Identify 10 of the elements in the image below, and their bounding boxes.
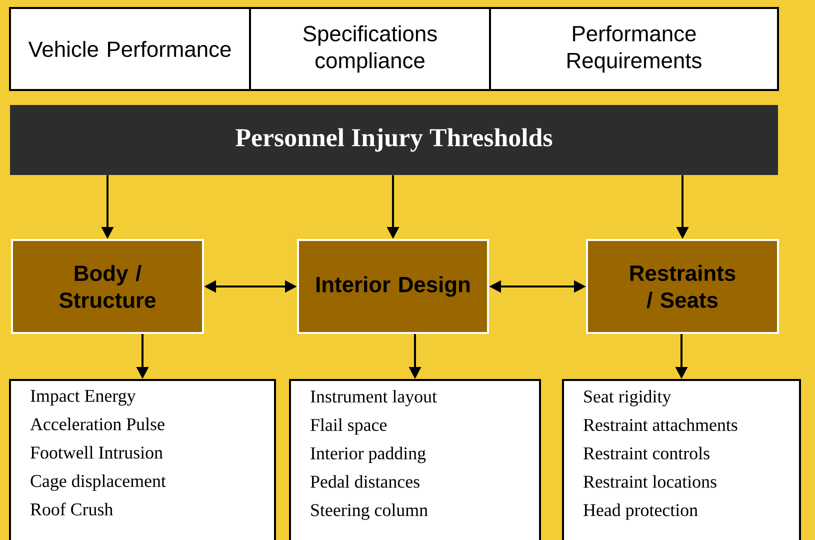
header-box: Vehicle Performance xyxy=(9,7,251,91)
item-list-box: Impact Energy Acceleration Pulse Footwell Intrusion Cage displacement Roof Crush xyxy=(9,378,276,540)
design-area-box: Interior Design xyxy=(297,238,489,334)
item-list-box: Seat rigidity Restraint attachments Restraint controls Restraint locations Head protection xyxy=(562,378,801,540)
header-box: Specifications compliance xyxy=(249,7,491,91)
design-area-box: Restraints / Seats xyxy=(586,238,779,334)
threshold-banner: Personnel Injury Thresholds xyxy=(10,104,778,175)
item-list-box: Instrument layout Flail space Interior padding Pedal distances Steering column xyxy=(289,378,541,540)
design-area-box: Body / Structure xyxy=(11,238,204,334)
header-box: Performance Requirements xyxy=(489,7,779,91)
